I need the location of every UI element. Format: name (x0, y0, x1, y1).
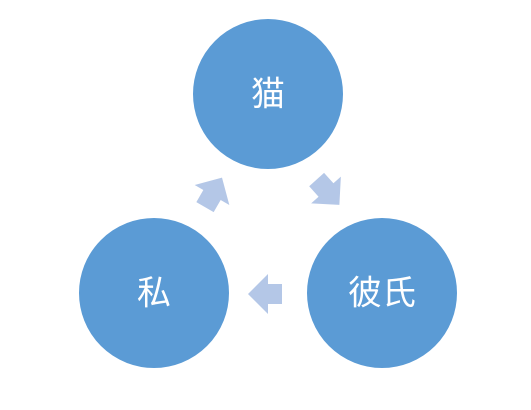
cycle-arrows (194, 172, 341, 314)
node-me-circle (77, 216, 231, 370)
arrow-me-to-cat (194, 177, 230, 213)
node-me-label: 私 (137, 274, 171, 314)
node-boyfriend-label: 彼氏 (348, 274, 416, 314)
node-me: 私 (77, 216, 231, 370)
arrow-boyfriend-to-me (248, 274, 282, 314)
node-boyfriend: 彼氏 (305, 216, 459, 370)
node-cat-circle (191, 17, 345, 171)
arrow-cat-to-boyfriend (309, 172, 341, 205)
node-boyfriend-circle (305, 216, 459, 370)
node-cat-label: 猫 (251, 75, 285, 115)
node-cat: 猫 (191, 17, 345, 171)
